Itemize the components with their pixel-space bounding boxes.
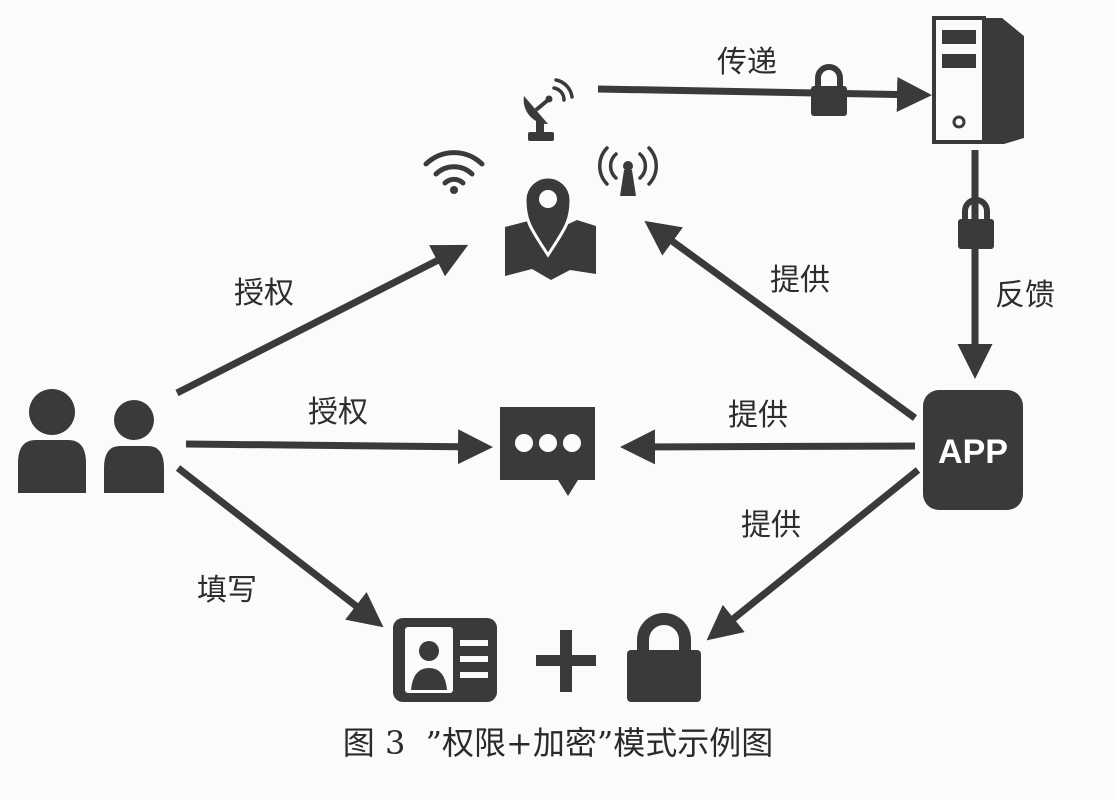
authorize-message-label: 授权 <box>308 395 368 430</box>
chat-bubble-icon <box>500 407 595 496</box>
app-icon-label: APP <box>938 433 1008 471</box>
feedback-label: 反馈 <box>995 278 1055 313</box>
transfer-padlock-icon <box>811 64 847 116</box>
provide-id-label: 提供 <box>741 508 801 543</box>
provide-id-arrow <box>706 467 921 641</box>
wifi-icon <box>423 150 485 194</box>
fill-in-arrow <box>175 465 384 628</box>
id-card-icon <box>393 618 497 702</box>
provide-location-arrow <box>644 220 918 421</box>
authorize-location-arrow <box>175 244 469 397</box>
authorize-message-arrow <box>185 429 493 465</box>
radio-tower-icon <box>598 146 658 196</box>
app-icon: APP <box>923 390 1023 510</box>
figure-caption: 图 3 ”权限+加密”模式示例图 <box>343 724 773 762</box>
plus-icon <box>536 630 596 692</box>
padlock-icon <box>627 613 701 702</box>
transfer-label: 传递 <box>717 45 777 80</box>
map-pin-icon <box>505 175 596 280</box>
provide-location-label: 提供 <box>770 263 830 298</box>
satellite-dish-icon <box>523 78 574 141</box>
authorize-location-label: 授权 <box>234 276 294 311</box>
provide-message-label: 提供 <box>728 398 788 433</box>
server-icon <box>932 16 1024 144</box>
transfer-arrow <box>597 76 932 112</box>
two-users-icon <box>18 389 164 493</box>
fill-in-label: 填写 <box>197 573 257 608</box>
feedback-padlock-icon <box>958 197 994 249</box>
provide-message-arrow <box>620 429 916 465</box>
